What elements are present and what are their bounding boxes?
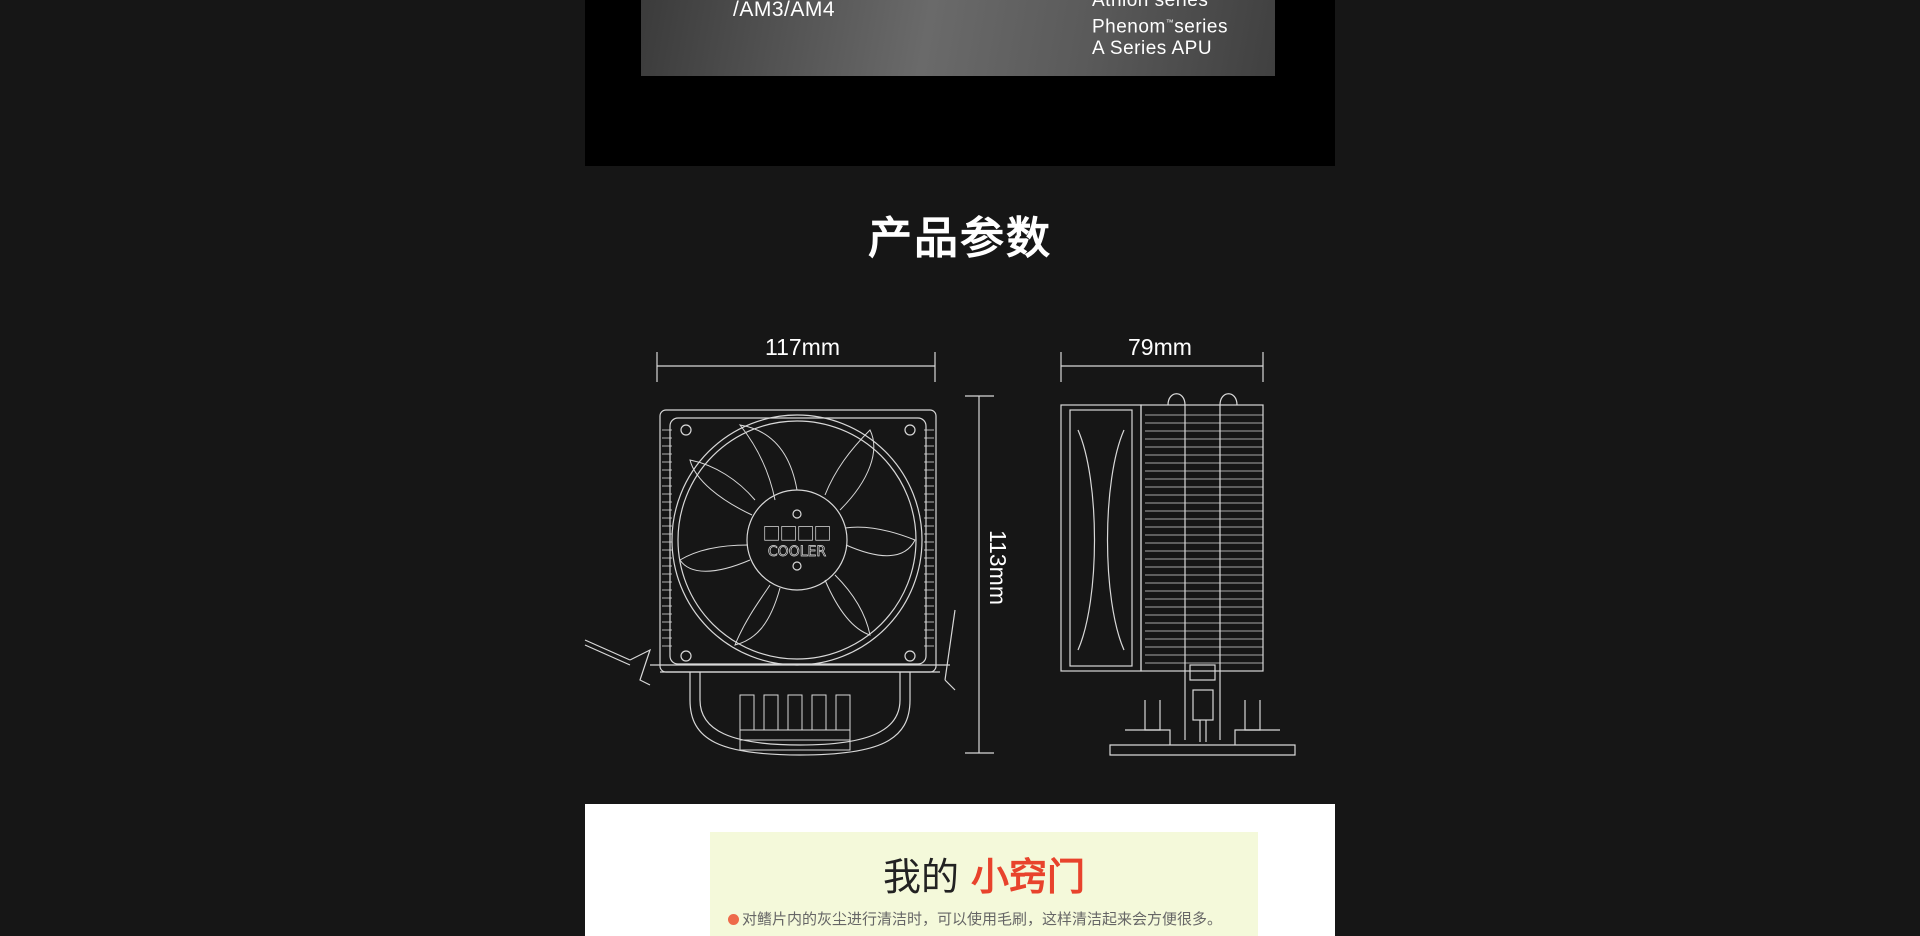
svg-text:■■■■: ■■■■	[763, 522, 831, 543]
processor-series-list: Athlon series Phenom™series A Series APU	[1092, 0, 1228, 60]
series-athlon: Athlon series	[1092, 0, 1209, 11]
section-title: 产品参数	[868, 214, 1052, 263]
series-phenom: Phenom™series	[1092, 16, 1228, 38]
width-label: 117mm	[765, 334, 840, 360]
front-view: ■■■■ COOLER	[584, 409, 956, 756]
tips-box: 我的 小窍门 对鳍片内的灰尘进行清洁时，可以使用毛刷，这样清洁起来会方便很多。	[710, 832, 1258, 936]
depth-label: 79mm	[1128, 334, 1192, 360]
height-dimension-line	[965, 395, 994, 754]
side-view	[1060, 393, 1296, 756]
width-dimension-line	[656, 352, 936, 382]
depth-dimension-line	[1060, 352, 1264, 382]
bullet-icon	[728, 914, 739, 925]
height-label: 113mm	[985, 530, 1011, 605]
tips-heading: 我的 小窍门	[882, 854, 1086, 899]
series-apu: A Series APU	[1092, 38, 1213, 60]
tip-item: 对鳍片内的灰尘进行清洁时，可以使用毛刷，这样清洁起来会方便很多。	[728, 908, 1222, 929]
socket-compatibility-card: /AM3/AM4 Athlon series Phenom™series A S…	[641, 0, 1275, 76]
socket-list: /AM3/AM4	[733, 0, 836, 21]
compatibility-section: /AM3/AM4 Athlon series Phenom™series A S…	[585, 0, 1335, 166]
svg-text:COOLER: COOLER	[768, 544, 826, 560]
tips-section: 我的 小窍门 对鳍片内的灰尘进行清洁时，可以使用毛刷，这样清洁起来会方便很多。	[585, 804, 1335, 936]
